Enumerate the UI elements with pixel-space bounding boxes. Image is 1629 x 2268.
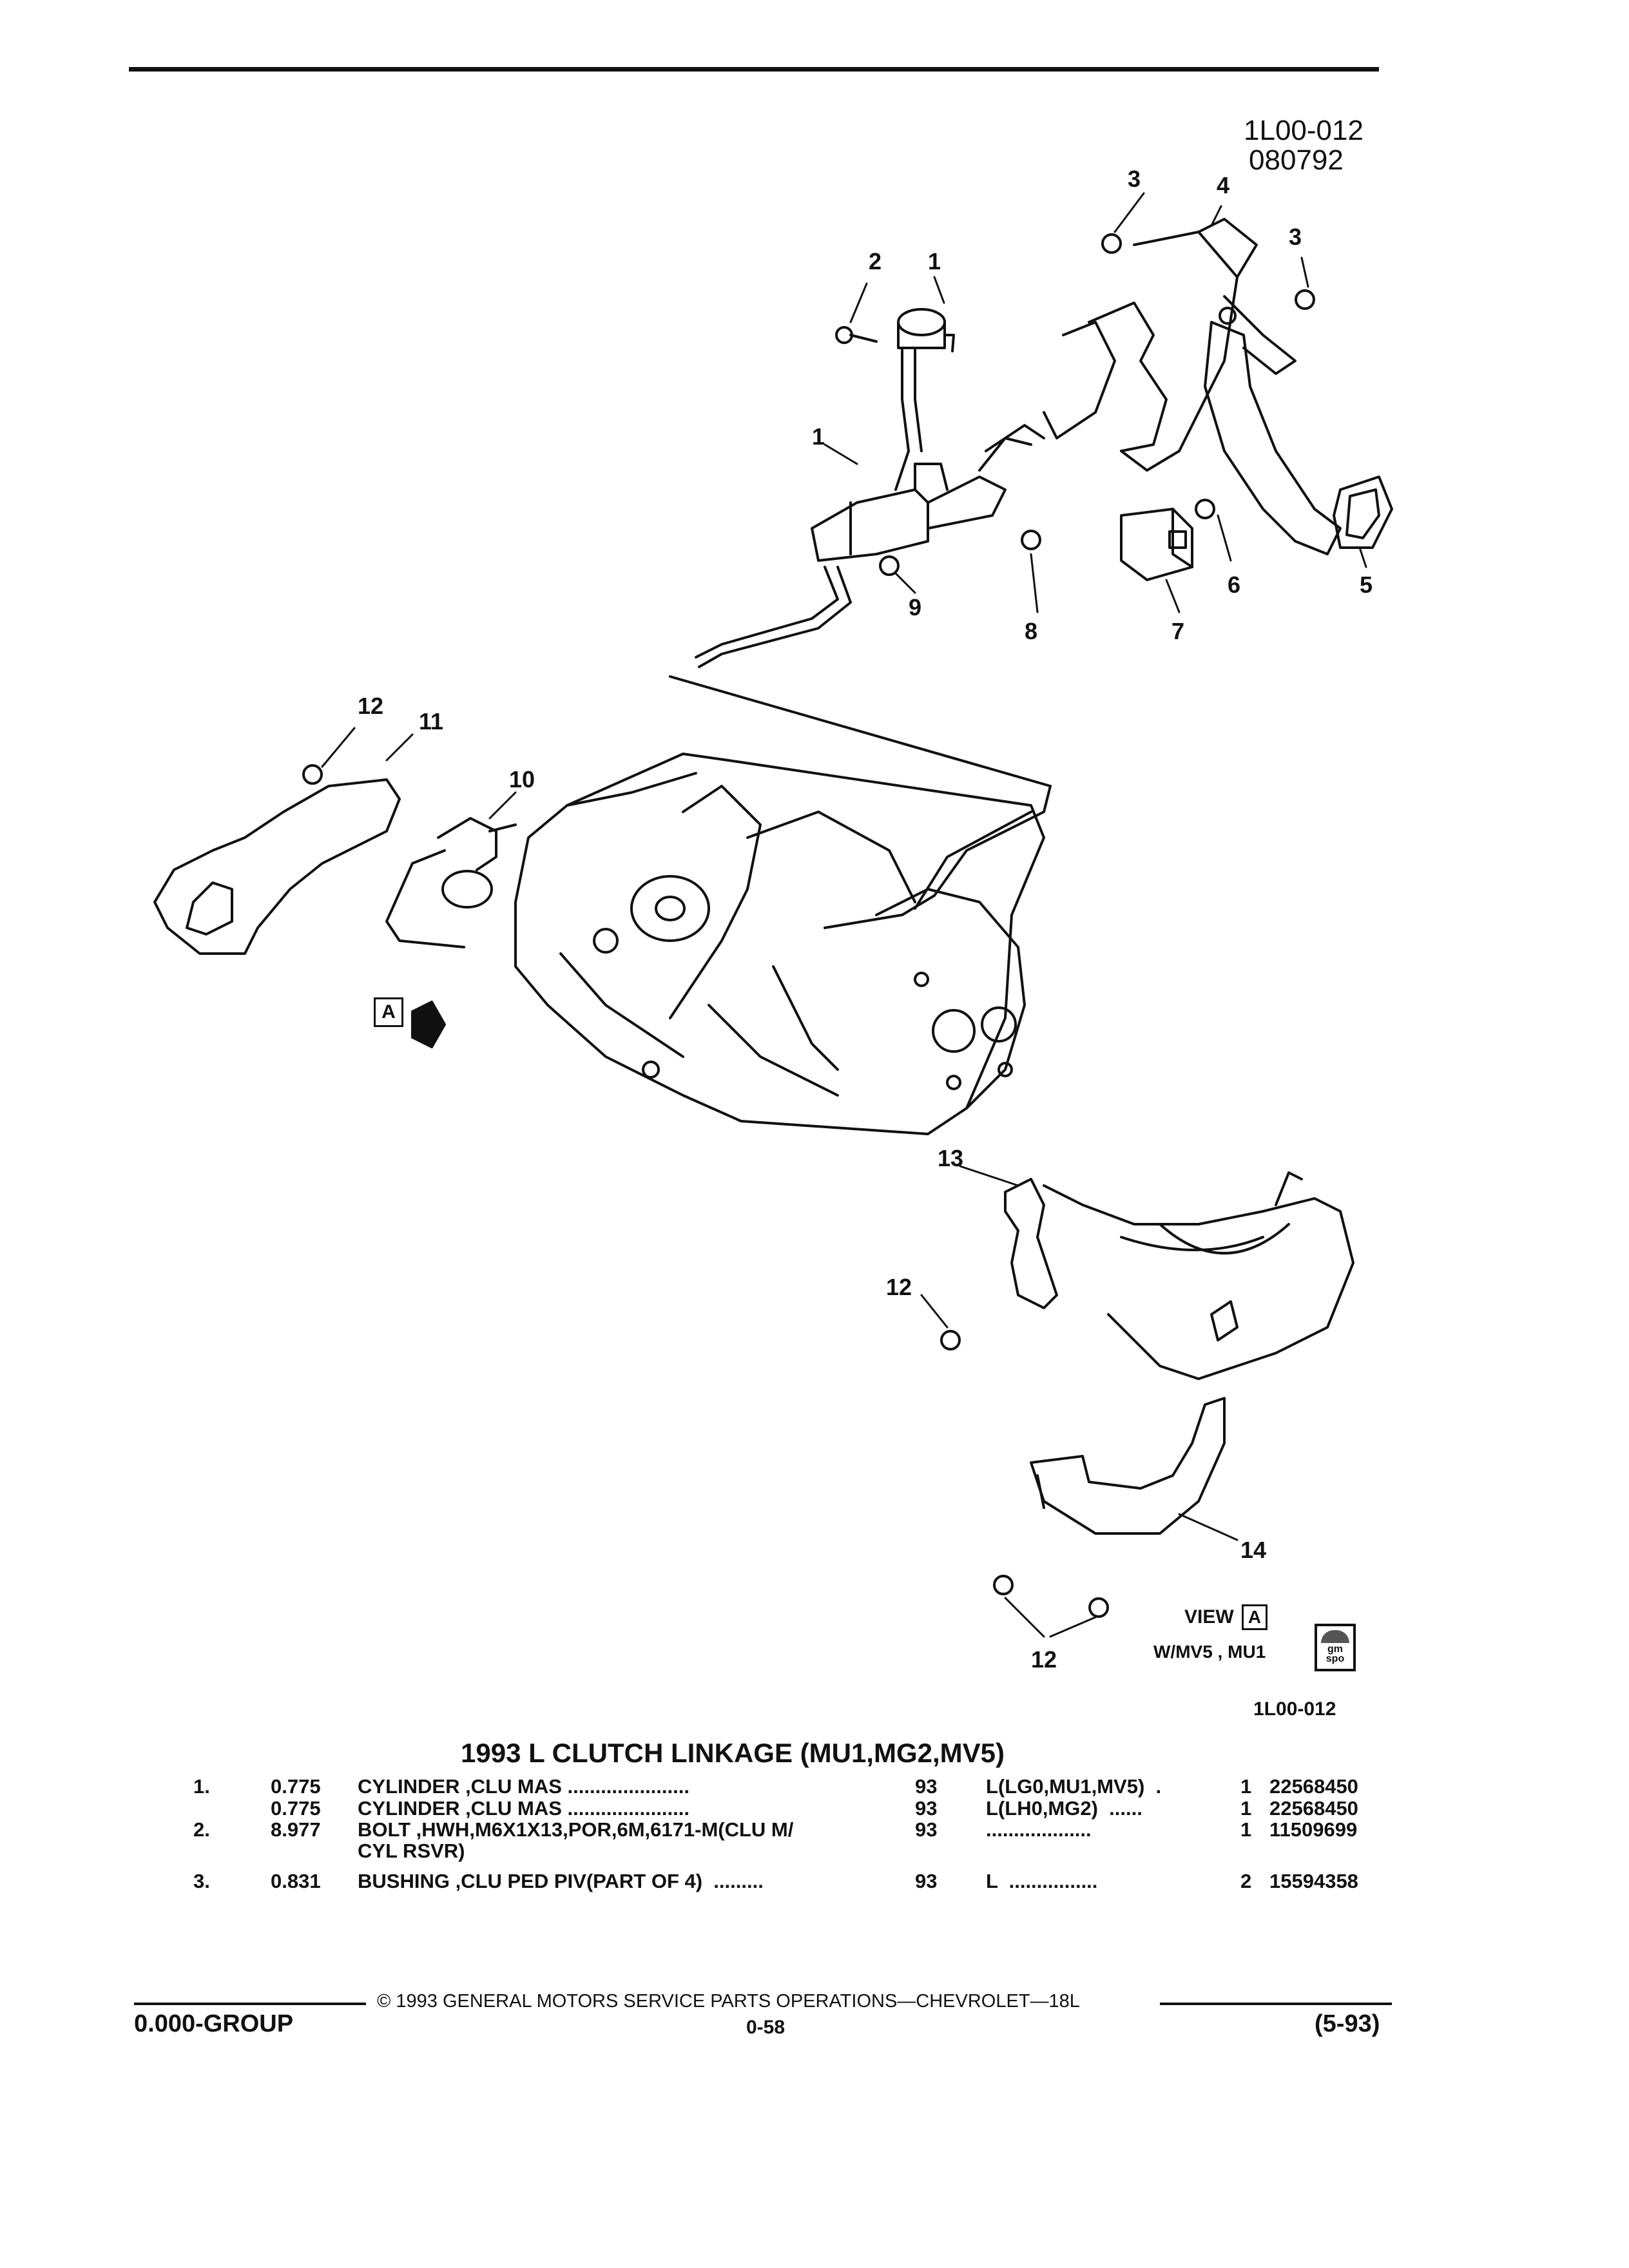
item-weight: 8.977	[271, 1818, 321, 1841]
parts-row: 1. 0.775 CYLINDER ,CLU MAS .............…	[193, 1775, 1418, 1798]
parts-row: 2. 8.977 BOLT ,HWH,M6X1X13,POR,6M,6171-M…	[193, 1818, 1418, 1841]
item-year: 93	[915, 1818, 938, 1841]
item-quantity: 2	[1240, 1870, 1252, 1892]
item-year: 93	[915, 1797, 938, 1820]
item-application: ...................	[986, 1818, 1092, 1841]
footer-page-number: 0-58	[746, 2017, 786, 2038]
view-a-caption: VIEW A	[1184, 1604, 1268, 1630]
fasteners	[835, 233, 1315, 576]
item-part-number: 15594358	[1269, 1870, 1358, 1892]
logo-text: gm spo	[1325, 1644, 1345, 1664]
hydraulic-line	[669, 566, 1052, 929]
lower-shield	[1030, 1397, 1226, 1535]
item-weight: 0.775	[271, 1797, 321, 1820]
footer-copyright: © 1993 GENERAL MOTORS SERVICE PARTS OPER…	[377, 1991, 1080, 2012]
transmission	[514, 753, 1045, 1135]
figure-date: 080792	[1249, 144, 1344, 176]
item-quantity: 1	[1240, 1818, 1252, 1841]
item-description: CYLINDER ,CLU MAS ......................	[358, 1797, 689, 1820]
item-quantity: 1	[1240, 1797, 1252, 1820]
view-a-note: W/MV5 , MU1	[1153, 1642, 1266, 1662]
item-part-number: 22568450	[1269, 1797, 1358, 1820]
parts-row: 0.775 CYLINDER ,CLU MAS ................…	[193, 1797, 1418, 1820]
footer-rule-left	[134, 2003, 366, 2005]
footer-group: 0.000-GROUP	[134, 2010, 294, 2037]
callout-12-top: 12	[358, 693, 383, 719]
view-a-letter: A	[374, 997, 403, 1027]
callout-8: 8	[1025, 618, 1037, 644]
callout-3-left: 3	[1128, 166, 1141, 192]
parts-row: 3. 0.831 BUSHING ,CLU PED PIV(PART OF 4)…	[193, 1870, 1418, 1892]
parts-list-title: 1993 L CLUTCH LINKAGE (MU1,MG2,MV5)	[461, 1738, 1005, 1768]
gm-spo-logo: gm spo	[1315, 1624, 1356, 1671]
master-cylinder	[811, 308, 1045, 562]
callout-12-bottom: 12	[1031, 1646, 1057, 1673]
callout-1-top: 1	[928, 248, 941, 274]
callout-6: 6	[1228, 572, 1240, 598]
callout-13: 13	[938, 1145, 963, 1171]
bolts-12	[302, 764, 1109, 1618]
bracket-13	[1004, 1178, 1058, 1309]
figure-id-bottom: 1L00-012	[1253, 1698, 1336, 1720]
item-weight: 0.831	[271, 1870, 321, 1892]
footer-rule-right	[1160, 2003, 1392, 2005]
view-label: VIEW	[1184, 1606, 1234, 1628]
clutch-pedal	[1204, 321, 1393, 555]
item-year: 93	[915, 1870, 938, 1892]
item-description: BUSHING ,CLU PED PIV(PART OF 4) ........…	[358, 1870, 764, 1892]
callout-12-mid: 12	[886, 1274, 912, 1300]
item-application: L(LG0,MU1,MV5) .	[986, 1775, 1162, 1798]
view-letter-box: A	[1242, 1604, 1268, 1630]
item-number: 2.	[193, 1818, 210, 1841]
pedal-bracket	[1043, 218, 1296, 472]
callout-leaders	[321, 192, 1367, 1638]
clutch-housing-shield	[153, 778, 401, 955]
callout-7: 7	[1171, 618, 1184, 644]
callout-1-mid: 1	[812, 423, 825, 450]
callout-3-right: 3	[1289, 224, 1302, 250]
footer-revision: (5-93)	[1315, 2010, 1380, 2037]
callout-2: 2	[869, 248, 882, 274]
item-application: L(LH0,MG2) ......	[986, 1797, 1142, 1820]
item-number: 1.	[193, 1775, 210, 1798]
callout-10: 10	[509, 766, 535, 793]
item-application: L ................	[986, 1870, 1098, 1892]
item-part-number: 11509699	[1269, 1818, 1358, 1841]
figure-id-top: 1L00-012	[1244, 115, 1364, 146]
item-description: BOLT ,HWH,M6X1X13,POR,6M,6171-M(CLU M/	[358, 1818, 794, 1841]
callout-9: 9	[909, 594, 921, 620]
parts-row: CYL RSVR)	[193, 1840, 1418, 1862]
item-weight: 0.775	[271, 1775, 321, 1798]
callout-14: 14	[1240, 1537, 1266, 1563]
item-quantity: 1	[1240, 1775, 1252, 1798]
switch-bracket	[1120, 508, 1193, 581]
callout-4: 4	[1217, 172, 1229, 198]
view-a-arrow	[411, 1001, 446, 1048]
item-description: CYLINDER ,CLU MAS ......................	[358, 1775, 689, 1798]
item-year: 93	[915, 1775, 938, 1798]
item-part-number: 22568450	[1269, 1775, 1358, 1798]
bellhousing-view	[1043, 1171, 1354, 1380]
slave-cylinder	[385, 817, 517, 948]
logo-emblem	[1321, 1630, 1349, 1643]
callout-11: 11	[419, 708, 443, 735]
callout-5: 5	[1360, 572, 1373, 598]
item-number: 3.	[193, 1870, 210, 1892]
top-rule	[129, 67, 1379, 72]
item-description: CYL RSVR)	[358, 1840, 465, 1862]
